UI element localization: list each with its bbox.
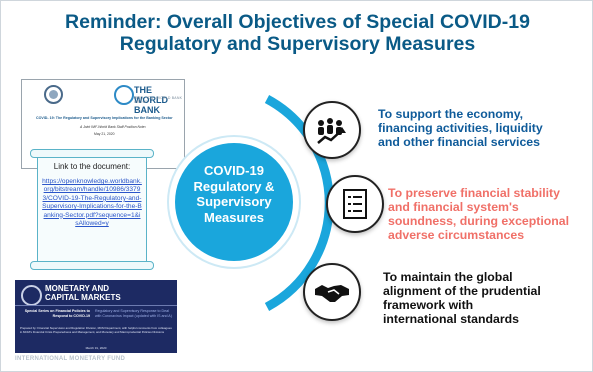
objective-3-icon-circle [303,263,361,321]
imf-subtitle: Regulatory and Supervisory Response to D… [95,309,172,318]
imf-seal-icon [44,85,63,104]
document-title: COVID- 19: The Regulatory and Supervisor… [36,116,173,120]
objective-2-line4: adverse circumstances [388,228,525,242]
imf-footer: INTERNATIONAL MONETARY FUND [15,356,126,362]
world-bank-brand: THE WORLD BANK [134,85,168,115]
center-label: COVID-19 Regulatory & Supervisory Measur… [175,163,293,225]
document-subtitle: A Joint IMF-World Bank Staff Position No… [80,125,146,129]
checklist-icon [343,189,367,219]
center-label-line3: Supervisory [196,194,272,209]
objective-1-line1: To support the economy, [378,107,524,121]
center-circle [175,143,293,261]
link-label: Link to the document: [53,162,131,171]
slide-title-line2: Regulatory and Supervisory Measures [119,33,476,55]
objective-2-line3: soundness, during exceptional [388,214,570,228]
center-label-line2: Regulatory & [193,178,275,194]
objective-3-text: To maintain the global alignment of the … [383,270,541,326]
objective-3-line2: alignment of the prudential [383,284,541,298]
center-label-line4: Measures [204,209,264,225]
slide-title-line1: Reminder: Overall Objectives of Special … [65,11,530,33]
document-link[interactable]: https://openknowledge.worldbank.org/bits… [42,178,142,228]
imf-date: March 31, 2020 [85,346,107,350]
document-date: May 21, 2020 [94,132,115,136]
objective-2-icon-circle [326,175,384,233]
imf-document-thumbnail[interactable]: MONETARY AND CAPITAL MARKETS Special Ser… [15,280,177,353]
divider [15,305,177,306]
imf-prepared-by: Prepared by: Financial Supervision and R… [20,326,172,334]
imf-brand: MONETARY AND CAPITAL MARKETS [45,284,121,302]
objective-2-text: To preserve financial stability and fina… [388,186,569,242]
center-label-line1: COVID-19 [204,163,264,178]
imf-series: Special Series on Financial Policies to … [24,309,90,318]
objective-1-line2: financing activities, liquidity [378,121,543,135]
objective-1-icon-circle [303,101,361,159]
imf-brand-line1: MONETARY AND [45,284,109,293]
objective-3-line3: framework with [383,298,474,312]
handshake-icon [315,285,349,302]
world-bank-logo-icon [114,85,134,105]
world-bank-brand-sub: IBRD · IDA | WORLD BANK GROUP [134,96,183,104]
objective-3-line1: To maintain the global [383,270,513,284]
objective-2-line2: and financial system's [388,200,519,214]
document-link-scroll: Link to the document: https://openknowle… [30,149,154,270]
people-growth-icon [317,118,346,144]
objective-1-text: To support the economy, financing activi… [378,107,543,149]
objective-3-line4: international standards [383,312,519,326]
objective-2-line1: To preserve financial stability [388,186,560,200]
imf-brand-line2: CAPITAL MARKETS [45,293,121,302]
slide-title: Reminder: Overall Objectives of Special … [1,11,592,55]
objective-1-line3: and other financial services [378,135,540,149]
